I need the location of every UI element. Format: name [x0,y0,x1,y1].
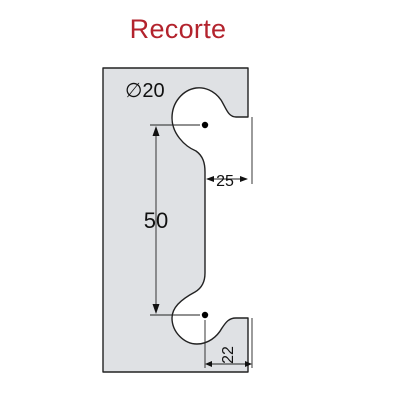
offset-dimension [204,318,253,368]
spacing-arrow-top [152,126,160,136]
diagram-title: Recorte [129,14,227,44]
offset-arrow-right [245,361,252,367]
depth-arrow-left [206,176,214,182]
diameter-label: ∅20 [125,80,165,102]
depth-label: 25 [216,173,234,190]
glass-plate [102,67,249,373]
spacing-dimension [150,124,200,316]
bottom-hole-center [201,311,209,319]
offset-label: 22 [220,346,237,364]
depth-arrow-right [240,176,248,182]
spacing-label: 50 [144,208,168,233]
offset-arrow-left [205,361,212,367]
top-hole-center [201,121,209,129]
spacing-arrow-bottom [152,304,160,314]
